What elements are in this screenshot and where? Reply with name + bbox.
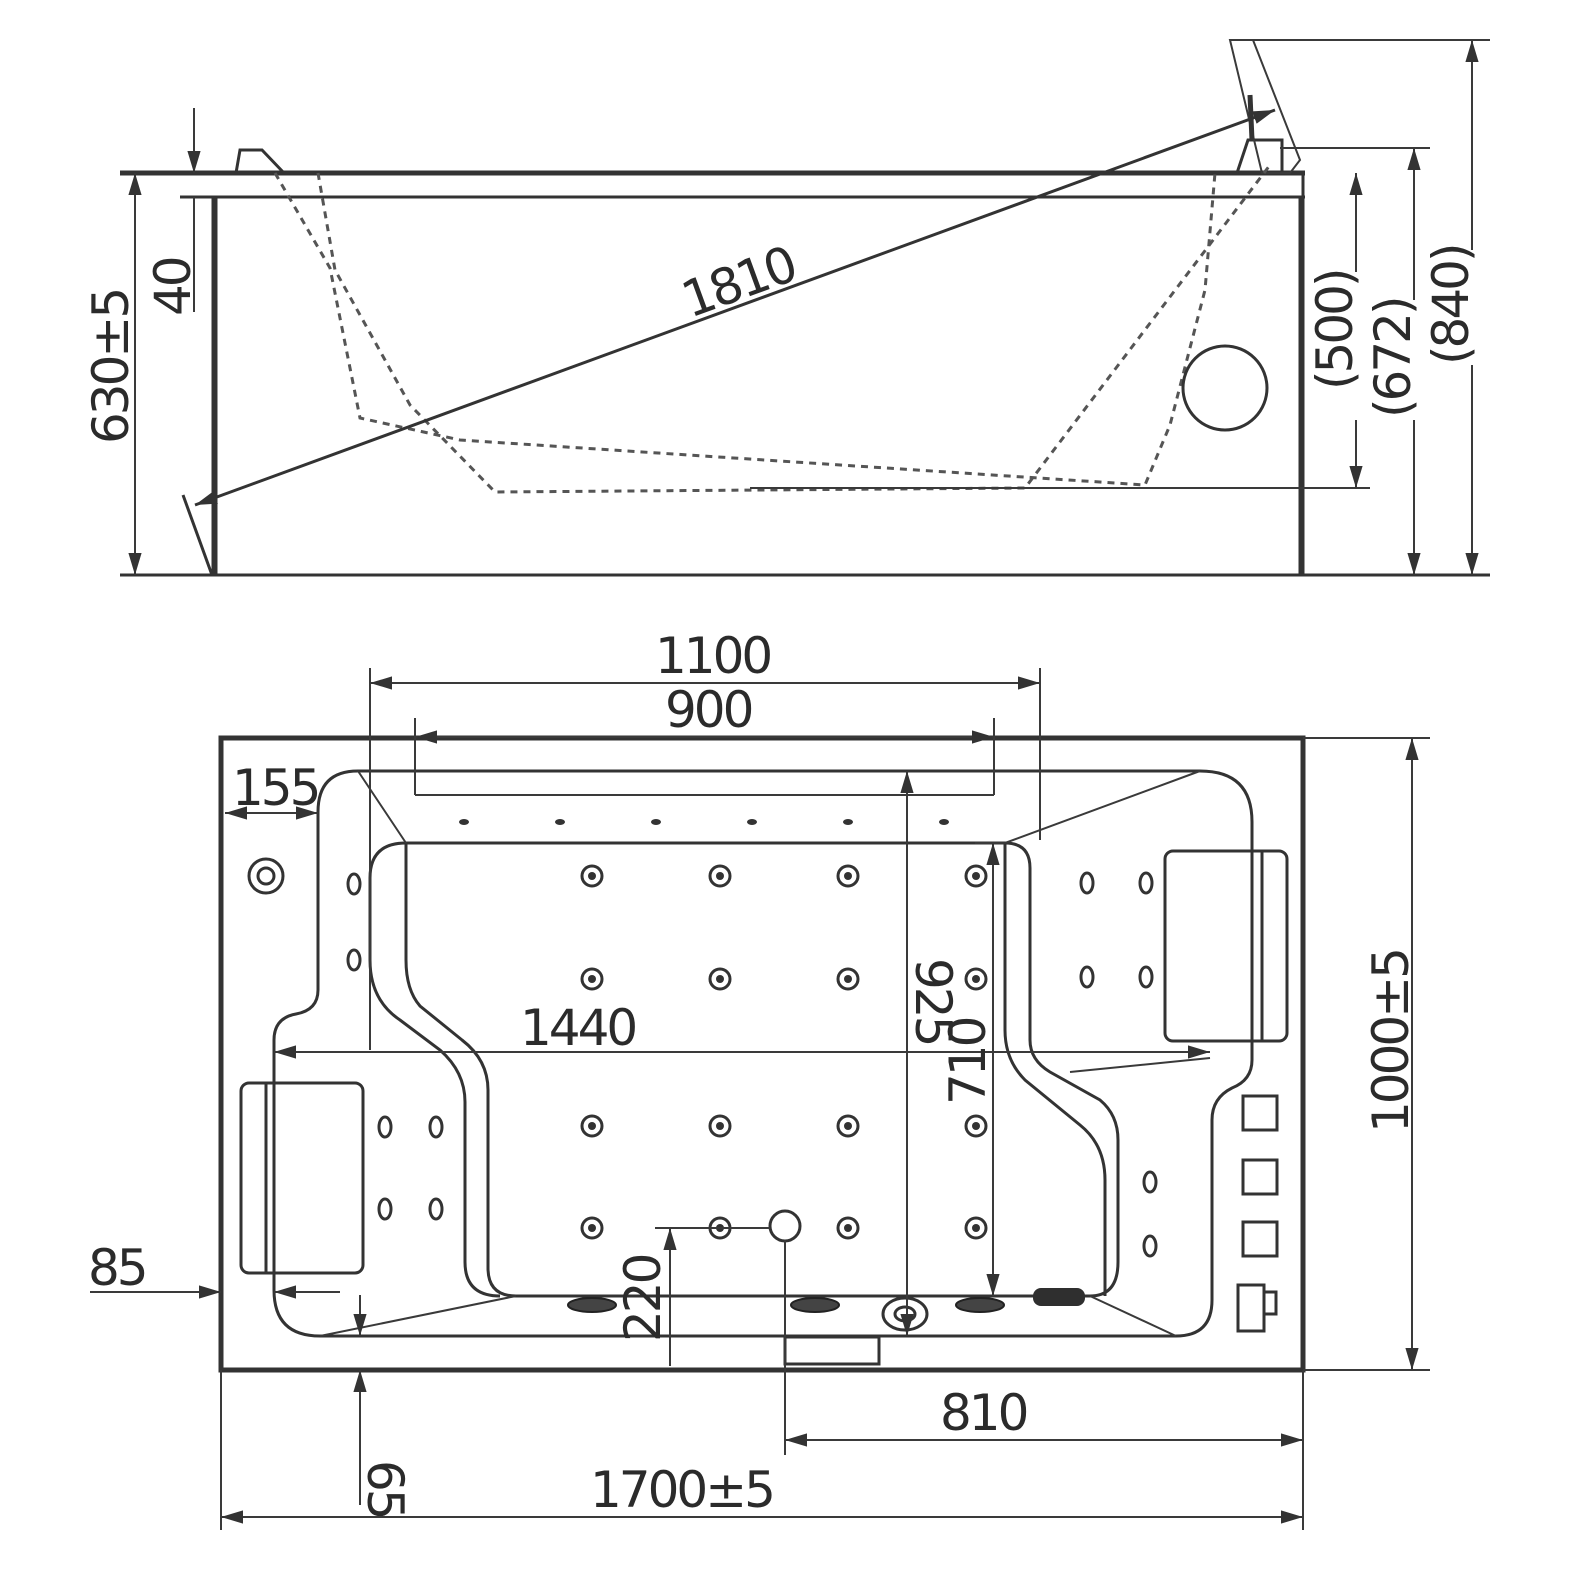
whirlpool-jet-core <box>972 1224 980 1232</box>
foot-jet-2 <box>790 1297 840 1313</box>
foot-jet-3 <box>955 1297 1005 1313</box>
side-right-backrest-icon <box>1228 39 1302 174</box>
air-nozzle <box>651 819 661 825</box>
air-nozzle <box>555 819 565 825</box>
side-overflow-icon <box>1181 344 1269 432</box>
side-left-leg-icon <box>181 494 214 576</box>
side-right-headrest-icon <box>1235 138 1284 174</box>
whirlpool-jet-core <box>716 975 724 983</box>
side-jet <box>377 1197 393 1221</box>
air-nozzle <box>843 819 853 825</box>
whirlpool-jet-core <box>844 1122 852 1130</box>
drain-icon <box>881 1296 929 1332</box>
whirlpool-jet-core <box>588 872 596 880</box>
side-jet <box>1138 965 1154 989</box>
whirlpool-jet-core <box>716 1122 724 1130</box>
control-button-1[interactable] <box>1241 1094 1279 1132</box>
dim-1000-label: 1000±5 <box>1362 950 1420 1133</box>
air-nozzle <box>939 819 949 825</box>
top-seat-line-left-upper <box>357 770 407 844</box>
air-nozzle <box>459 819 469 825</box>
whirlpool-jet-core <box>972 872 980 880</box>
jet-group <box>580 864 988 1240</box>
side-jet <box>1142 1170 1158 1194</box>
side-diagonal-1810-line <box>194 108 1276 507</box>
side-inner-basin-outline <box>273 172 1217 487</box>
drain-control-icon <box>768 1209 802 1243</box>
overflow-skirt-icon <box>783 1335 881 1366</box>
side-jet <box>1079 871 1095 895</box>
right-pillow-icon <box>1163 849 1289 1043</box>
dim-220-label: 220 <box>614 1255 672 1342</box>
side-jet <box>1138 871 1154 895</box>
control-button-2[interactable] <box>1241 1158 1279 1196</box>
side-jet <box>346 872 362 896</box>
control-panel <box>1236 1094 1279 1333</box>
side-jets <box>346 871 1158 1258</box>
side-jet <box>428 1115 444 1139</box>
dim-810-label: 810 <box>940 1384 1027 1442</box>
dim-155-label: 155 <box>232 759 318 817</box>
side-jet <box>346 948 362 972</box>
side-jet <box>377 1115 393 1139</box>
control-switch-icon <box>1236 1283 1266 1333</box>
dim-85-label: 85 <box>88 1239 146 1297</box>
overflow-knob-icon <box>247 857 285 895</box>
side-jet <box>1079 965 1095 989</box>
control-button-3[interactable] <box>1241 1220 1279 1258</box>
top-basin-floor-contour <box>404 841 1120 1298</box>
dim-1100-label: 1100 <box>655 627 770 685</box>
dim-65-label: 65 <box>356 1460 414 1518</box>
foot-jet-1 <box>567 1297 617 1313</box>
top-outer-rim <box>218 735 1306 1373</box>
dim-1440-ext-right <box>1069 1057 1211 1073</box>
side-dim-672-label: (672) <box>1364 299 1422 418</box>
side-dim-500-label: (500) <box>1306 271 1364 390</box>
side-view: 1810 630±5 40 (500) (672) (840) <box>82 39 1490 577</box>
air-nozzle-row <box>459 819 949 825</box>
whirlpool-jet-core <box>844 975 852 983</box>
side-jet <box>428 1197 444 1221</box>
top-seat-line-bottom-left <box>319 1295 517 1337</box>
whirlpool-jet-core <box>716 872 724 880</box>
top-view: 1100 900 155 1440 925 710 1000±5 85 <box>88 627 1430 1530</box>
side-left-headrest-icon <box>234 148 286 175</box>
pump-fitting-icon <box>1033 1288 1085 1306</box>
whirlpool-jet-core <box>844 872 852 880</box>
control-switch-knob <box>1262 1290 1278 1316</box>
dim-710-label: 710 <box>939 1018 997 1105</box>
whirlpool-jet-core <box>588 1122 596 1130</box>
whirlpool-jet-core <box>972 975 980 983</box>
top-basin-floor-contour-inner-left <box>368 841 501 1298</box>
side-inner-seat-outline <box>316 164 1272 494</box>
left-pillow-icon <box>239 1081 365 1275</box>
whirlpool-jet-core <box>844 1224 852 1232</box>
top-seat-line-bottom-right <box>1089 1295 1177 1337</box>
air-nozzle <box>747 819 757 825</box>
dim-925-label: 925 <box>904 958 962 1044</box>
dim-1700-label: 1700±5 <box>590 1461 773 1519</box>
side-dim-40-label: 40 <box>144 258 202 316</box>
whirlpool-jet-core <box>588 975 596 983</box>
whirlpool-jet-core <box>588 1224 596 1232</box>
side-dim-630-label: 630±5 <box>82 290 140 444</box>
side-dim-840-label: (840) <box>1422 246 1480 365</box>
whirlpool-jet-core <box>972 1122 980 1130</box>
dim-900-label: 900 <box>665 681 752 739</box>
top-seat-line-right-upper <box>1004 770 1201 844</box>
dim-1440-label: 1440 <box>520 999 635 1057</box>
side-jet <box>1142 1234 1158 1258</box>
side-diagonal-1810-label: 1810 <box>674 235 802 329</box>
